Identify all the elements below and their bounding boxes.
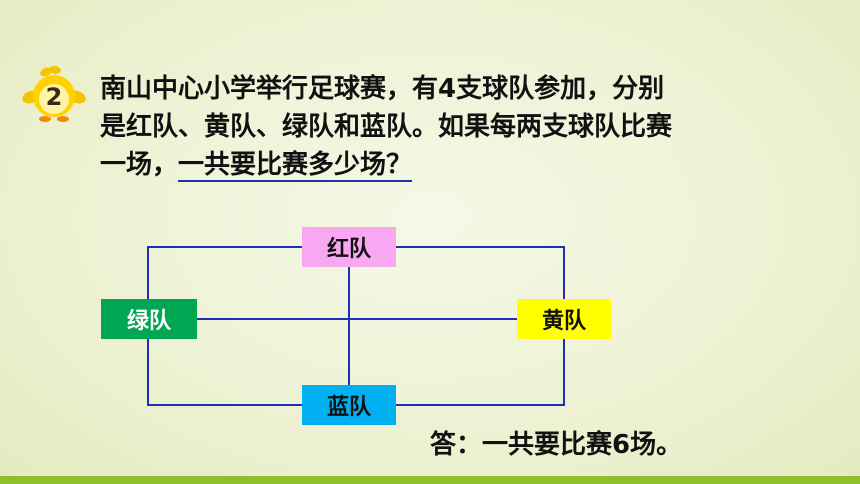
line-red-yellow [396, 246, 565, 299]
question-text: 南山中心小学举行足球赛，有4支球队参加，分别 是红队、黄队、绿队和蓝队。如果每两… [100, 70, 820, 184]
chick-number-badge: 2 [22, 64, 86, 124]
question-line-1: 南山中心小学举行足球赛，有4支球队参加，分别 [100, 74, 665, 104]
team-red-box: 红队 [302, 227, 396, 267]
question-line-2: 是红队、黄队、绿队和蓝队。如果每两支球队比赛 [100, 112, 673, 142]
team-yellow-box: 黄队 [517, 299, 611, 339]
line-green-blue [147, 339, 302, 406]
chick-icon [22, 65, 86, 122]
answer-text: 答：一共要比赛6场。 [430, 430, 683, 460]
team-blue-box: 蓝队 [302, 385, 396, 425]
question-underlined-part: 一共要比赛多少场？ [178, 150, 413, 182]
line-red-green [147, 246, 302, 299]
team-green-box: 绿队 [101, 299, 197, 339]
question-line-3-plain: 一场， [100, 150, 179, 180]
question-number: 2 [45, 83, 63, 111]
question-line-3: 一场，一共要比赛多少场？ [100, 146, 820, 184]
bottom-accent-bar [0, 476, 860, 484]
line-yellow-blue [396, 339, 565, 406]
